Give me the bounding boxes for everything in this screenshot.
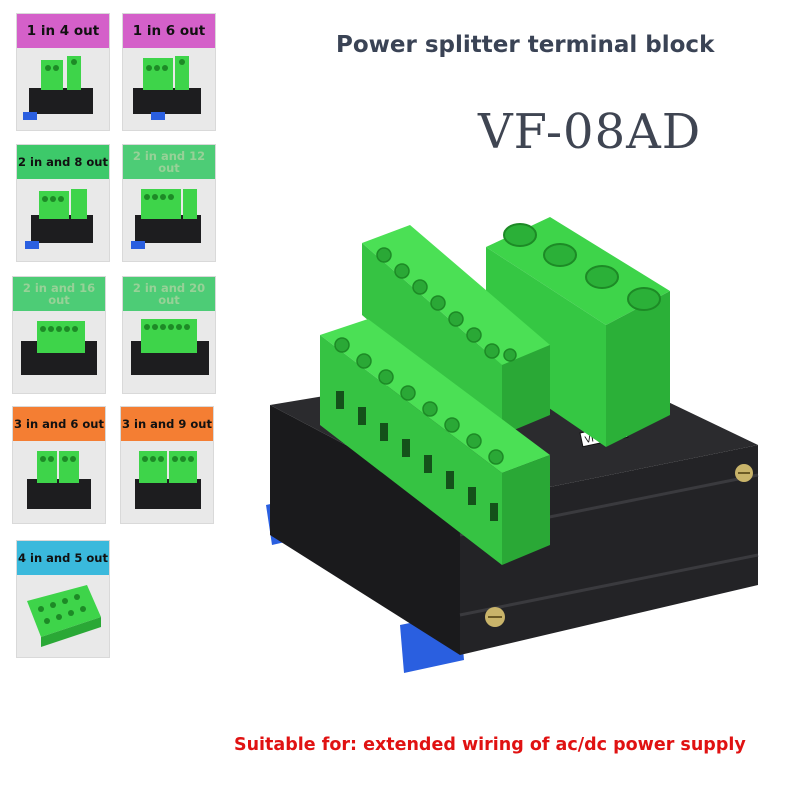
terminal-block-thumbnail	[131, 189, 201, 249]
terminal-block-thumbnail	[27, 585, 101, 647]
variant-card-2-in-16-out[interactable]: 2 in and 16 out	[12, 276, 106, 394]
variant-label: 3 in and 9 out	[121, 407, 213, 441]
variant-label: 2 in and 16 out	[13, 277, 105, 311]
terminal-block-thumbnail	[135, 451, 201, 509]
terminal-block-thumbnail	[25, 189, 93, 249]
variant-label: 4 in and 5 out	[17, 541, 109, 575]
terminal-block-thumbnail	[23, 56, 93, 120]
variant-card-1-in-4-out[interactable]: 1 in 4 out	[16, 13, 110, 131]
variant-card-1-in-6-out[interactable]: 1 in 6 out	[122, 13, 216, 131]
terminal-block-thumbnail	[133, 56, 201, 120]
variant-label: 2 in and 8 out	[17, 145, 109, 179]
terminal-block-thumbnail	[131, 319, 209, 375]
variant-card-2-in-8-out[interactable]: 2 in and 8 out	[16, 144, 110, 262]
variant-label: 2 in and 12 out	[123, 145, 215, 179]
page-title: Power splitter terminal block	[336, 32, 715, 58]
variant-label: 2 in and 20 out	[123, 277, 215, 311]
terminal-block-thumbnail	[21, 321, 97, 375]
variant-label: 1 in 4 out	[17, 14, 109, 48]
variant-card-4-in-5-out[interactable]: 4 in and 5 out	[16, 540, 110, 658]
variant-card-2-in-20-out[interactable]: 2 in and 20 out	[122, 276, 216, 394]
terminal-block-thumbnail	[27, 451, 91, 509]
variant-label: 3 in and 6 out	[13, 407, 105, 441]
power-splitter-product-image: VF-08AD	[266, 217, 759, 673]
model-number: VF-08AD	[478, 104, 702, 160]
variant-card-3-in-6-out[interactable]: 3 in and 6 out	[12, 406, 106, 524]
usage-note: Suitable for: extended wiring of ac/dc p…	[234, 735, 746, 755]
variant-card-3-in-9-out[interactable]: 3 in and 9 out	[120, 406, 214, 524]
variant-card-2-in-12-out[interactable]: 2 in and 12 out	[122, 144, 216, 262]
variant-label: 1 in 6 out	[123, 14, 215, 48]
